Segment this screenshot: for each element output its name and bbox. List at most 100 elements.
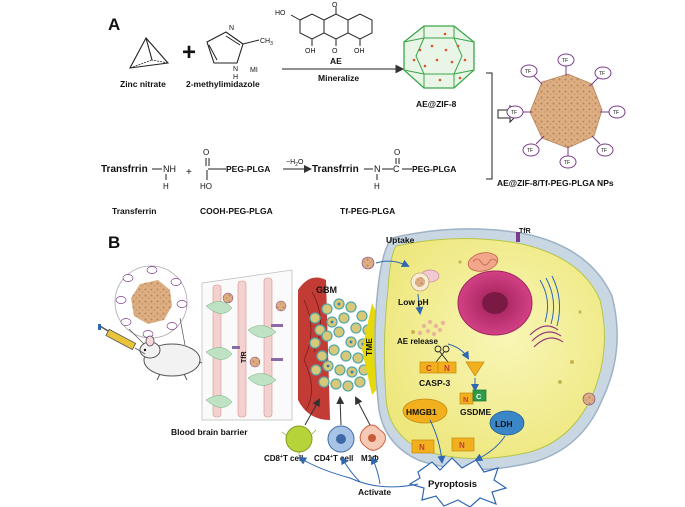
tf-peg-h: H <box>374 182 380 191</box>
gsdme-protein <box>459 389 487 405</box>
uptake-arrow <box>375 259 410 267</box>
tme-label: TME <box>364 338 374 356</box>
gsdme-fragment <box>465 361 485 377</box>
syringe-icon <box>98 324 146 355</box>
ae-label: AE <box>330 56 342 66</box>
tfr-left-label: TfR <box>241 351 248 363</box>
panel-b-letter: B <box>108 233 120 252</box>
mim-h-atom: H <box>233 74 238 81</box>
transferrin-h: H <box>163 182 169 191</box>
low-ph-label: Low pH <box>398 297 429 307</box>
zoom-nanoparticle <box>114 265 188 339</box>
tf-tag-1: TF <box>562 58 568 64</box>
tf-peg-chain: PEG-PLGA <box>412 164 456 174</box>
pyroptosis-label: Pyroptosis <box>428 479 477 490</box>
ldh-label: LDH <box>495 419 512 429</box>
tf-peg-plga-label: Tf-PEG-PLGA <box>340 206 395 216</box>
tf-tag-4: TF <box>601 148 607 154</box>
ae-oh-right: OH <box>354 48 365 55</box>
bracket <box>486 72 493 180</box>
panel-a-letter: A <box>108 15 120 34</box>
mim-nh-atom: N <box>233 66 238 73</box>
casp3-protein <box>419 361 457 374</box>
gsdme-pores <box>411 437 475 454</box>
pyroptosis-burst <box>408 457 508 507</box>
tfr-top-receptor <box>516 232 520 242</box>
product-nanoparticle <box>529 73 603 149</box>
ae-o-bottom: O <box>332 48 338 55</box>
zif8-crystal-icon <box>403 25 475 89</box>
endosome-nanoparticle <box>410 272 430 292</box>
activate-label: Activate <box>358 487 391 497</box>
blood-brain-barrier <box>201 269 293 421</box>
cd4-t-cell-icon <box>327 425 355 453</box>
water-label: −H2O <box>286 159 304 168</box>
product-label: AE@ZIF-8/Tf-PEG-PLGA NPs <box>497 178 614 188</box>
transferrin-label: Transferrin <box>112 206 156 216</box>
tumor-cell <box>374 228 618 471</box>
side-nanoparticle <box>582 392 596 406</box>
ae-ho: HO <box>275 10 286 17</box>
mim-n-atom: N <box>229 25 234 32</box>
transferrin-formula: Transfrrin <box>101 164 148 175</box>
ae-zif8-label: AE@ZIF-8 <box>416 99 457 109</box>
tf-peg-c: C <box>393 164 400 174</box>
activate-arrow-cd4 <box>341 456 361 483</box>
tf-peg-n: N <box>374 164 381 174</box>
ae-release-label: AE release <box>397 337 438 346</box>
cleave-arrow <box>447 343 470 360</box>
methylimidazole-structure-icon <box>206 31 260 64</box>
plus-sign: + <box>182 39 196 66</box>
tf-tag-8: TF <box>525 69 531 75</box>
activate-arrow-m1 <box>371 456 381 485</box>
tfr-top-label: TfR <box>519 228 531 235</box>
tf-ligand-group <box>506 53 626 169</box>
lowph-arrow <box>415 293 424 315</box>
methylimidazole-label: 2-methylimidazole <box>186 79 260 89</box>
uptake-nanoparticle <box>361 256 375 270</box>
cooh-peg-plga-label: COOH-PEG-PLGA <box>200 206 273 216</box>
scissors-icon <box>434 345 450 363</box>
zinc-nitrate-label: Zinc nitrate <box>120 79 166 89</box>
cd8-t-cell-icon <box>281 425 317 456</box>
tf-tag-3: TF <box>613 110 619 116</box>
gsdme-label: GSDME <box>460 407 492 417</box>
hmgb1-blob <box>402 398 448 424</box>
plus-small: + <box>186 167 192 178</box>
cd8-label: CD8+T cell <box>264 454 303 463</box>
cd4-label: CD4+T cell <box>314 454 353 463</box>
tf-tag-7: TF <box>511 110 517 116</box>
activate-arrow-main <box>349 477 419 488</box>
casp3-label: CASP-3 <box>419 378 450 388</box>
mim-code: MI <box>250 67 258 74</box>
mim-ch3: CH3 <box>260 38 273 47</box>
pore-n-2: N <box>459 441 465 450</box>
casp-c: C <box>426 364 432 373</box>
tme-zone <box>362 303 378 395</box>
gbm-label: GBM <box>316 285 337 295</box>
zinc-nitrate-icon <box>129 37 170 69</box>
tf-tag-labels: TF TF TF TF TF TF TF TF <box>511 58 619 166</box>
zoom-line-2 <box>179 317 186 346</box>
ae-o-top: O <box>332 2 338 9</box>
immune-arrows <box>304 396 371 426</box>
cooh-ho: HO <box>200 182 212 191</box>
aloe-emodin-structure-icon <box>290 7 373 46</box>
mineralize-label: Mineralize <box>318 73 359 83</box>
cooh-peg-chain: PEG-PLGA <box>226 164 270 174</box>
ldh-blob <box>489 410 525 436</box>
ae-oh-left: OH <box>305 48 316 55</box>
m1-label: M1Φ <box>361 454 379 463</box>
tf-tag-5: TF <box>564 160 570 166</box>
tf-peg-formula: Transfrrin <box>312 164 359 175</box>
release-arrows <box>429 419 506 464</box>
m1-macrophage-icon <box>359 424 386 451</box>
casp-n: N <box>444 364 450 373</box>
hmgb1-label: HMGB1 <box>406 407 437 417</box>
tf-peg-o: O <box>394 148 400 157</box>
tf-tag-6: TF <box>527 148 533 154</box>
gsdme-c: C <box>476 392 482 401</box>
activate-arrow-cd8 <box>298 456 351 479</box>
gsdme-n: N <box>463 395 468 404</box>
